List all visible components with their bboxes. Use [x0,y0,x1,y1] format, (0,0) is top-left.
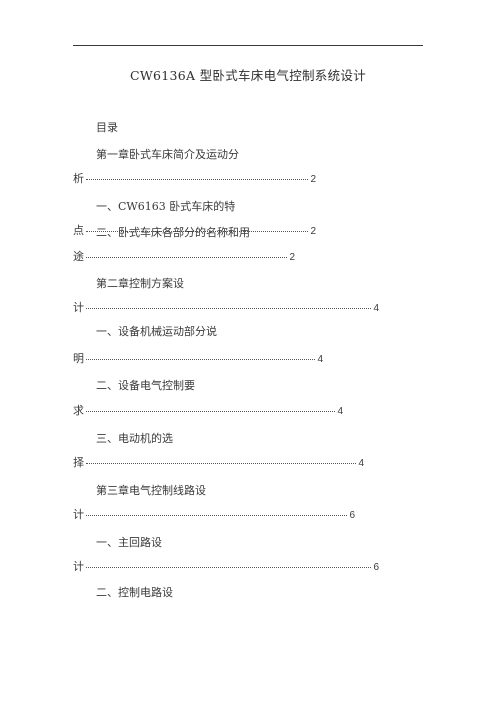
toc-dot-leader [86,402,336,412]
toc-page-number: 4 [358,458,364,469]
toc-page-number: 6 [373,562,379,573]
toc-entry-title-end: 计 [73,560,84,573]
toc-entry-line: 点 2 [73,222,316,237]
toc-entry-line: 析 2 [73,170,316,185]
toc-entry-title: 第三章电气控制线路设 [96,484,206,497]
toc-entry-title: 第二章控制方案设 [96,277,184,290]
toc-entry-title: 第一章卧式车床简介及运动分 [96,148,239,161]
toc-entry-line: 途 2 [73,248,295,263]
toc-page-number: 6 [349,510,355,521]
toc-entry-title: 一、主回路设 [96,536,162,549]
toc-page-number: 2 [310,174,316,185]
toc-dot-leader [86,350,316,360]
toc-entry-title-end: 计 [73,508,84,521]
toc-entry-line: 计 4 [73,299,379,314]
toc-entry-title-end: 途 [73,250,84,263]
toc-entry-title-end: 点 [73,224,84,237]
toc-entry-title: 二、卧式车床各部分的名称和用 [96,226,250,239]
toc-entry-title: 一、CW6163 卧式车床的特 [96,200,236,213]
toc-entry-title-end: 明 [73,352,84,365]
toc-entry-line: 择 4 [73,454,364,469]
toc-entry-title: 二、设备电气控制要 [96,379,195,392]
document-title: CW6136A 型卧式车床电气控制系统设计 [129,68,367,83]
toc-dot-leader [86,222,309,232]
toc-dot-leader [86,454,357,464]
toc-dot-leader [86,299,372,309]
toc-entry-title-end: 析 [73,172,84,185]
toc-entry-line: 计 6 [73,558,379,573]
toc-page-number: 4 [317,354,323,365]
toc-dot-leader [86,558,372,568]
toc-entry-title-end: 求 [73,404,84,417]
header-rule [73,45,423,46]
toc-entry-title: 三、电动机的选 [96,432,173,445]
toc-entry-title-end: 择 [73,456,84,469]
toc-entry-line: 计 6 [73,506,355,521]
toc-entry-line: 明 4 [73,350,323,365]
toc-dot-leader [86,248,288,258]
toc-entry-title: 二、控制电路设 [96,586,173,599]
toc-page-number: 2 [289,252,295,263]
toc-page-number: 2 [310,226,316,237]
toc-dot-leader [86,506,348,516]
toc-heading: 目录 [96,121,118,134]
toc-dot-leader [86,170,309,180]
toc-page-number: 4 [337,406,343,417]
toc-entry-title: 一、设备机械运动部分说 [96,325,217,338]
toc-entry-line: 求 4 [73,402,343,417]
toc-entry-title-end: 计 [73,301,84,314]
toc-page-number: 4 [373,303,379,314]
